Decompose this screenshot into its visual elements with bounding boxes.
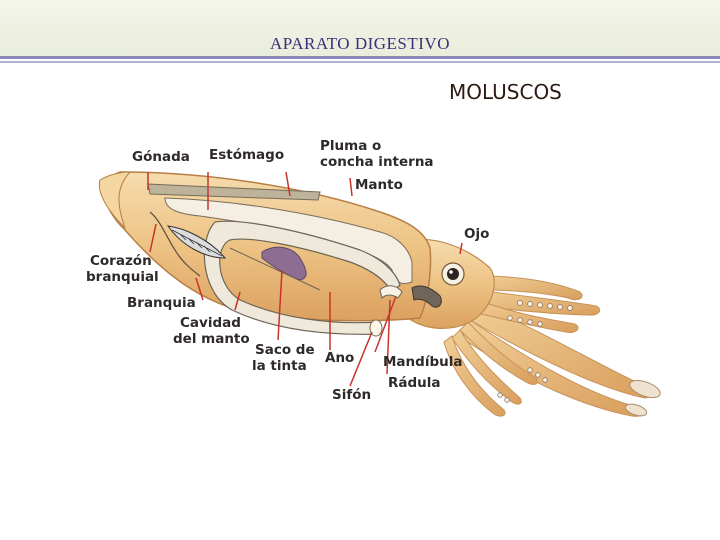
digestive-tract (203, 220, 401, 335)
diagram-subtitle: MOLUSCOS (449, 80, 562, 104)
label-pluma-line1: Pluma o (320, 138, 381, 154)
header-divider (0, 56, 720, 59)
gill (166, 225, 227, 259)
label-mandibula: Mandíbula (383, 354, 462, 370)
label-gonada: Gónada (132, 149, 190, 165)
label-radula: Rádula (388, 375, 441, 391)
label-corazon-line1: Corazón (90, 253, 152, 269)
arm-6 (443, 335, 506, 417)
mantle-cavity-line (229, 247, 321, 291)
arm-5 (451, 329, 522, 405)
label-cavidad-line1: Cavidad (180, 315, 241, 331)
arm-3 (479, 275, 583, 301)
beak (379, 285, 442, 308)
label-sifon: Sifón (332, 387, 371, 403)
label-pluma-line2: concha interna (320, 154, 434, 170)
internal-shell (164, 197, 413, 284)
label-corazon-line2: branquial (86, 269, 159, 285)
label-ojo: Ojo (464, 226, 489, 242)
header-divider-secondary (0, 61, 720, 63)
ink-sac (261, 246, 307, 281)
eye (441, 262, 465, 286)
label-estomago: Estómago (209, 147, 284, 163)
tentacle-club-lower (624, 403, 648, 417)
branchial-heart (149, 211, 201, 277)
page-title: APARATO DIGESTIVO (270, 34, 450, 53)
gonad-organ (147, 183, 321, 201)
tentacle-club-upper (629, 379, 661, 399)
tentacles (443, 275, 661, 417)
label-manto: Manto (355, 177, 403, 193)
label-saco-line2: la tinta (252, 358, 307, 374)
arm-2 (471, 299, 579, 333)
arm-4 (459, 321, 538, 385)
suckers (497, 300, 573, 403)
leader-lines (147, 171, 463, 387)
label-ano: Ano (325, 350, 354, 366)
label-saco-line1: Saco de (255, 342, 315, 358)
header-band (0, 0, 720, 56)
siphon-opening (369, 319, 383, 337)
mantle-fin (98, 171, 132, 229)
label-cavidad-line2: del manto (173, 331, 250, 347)
label-branquia: Branquia (127, 295, 196, 311)
